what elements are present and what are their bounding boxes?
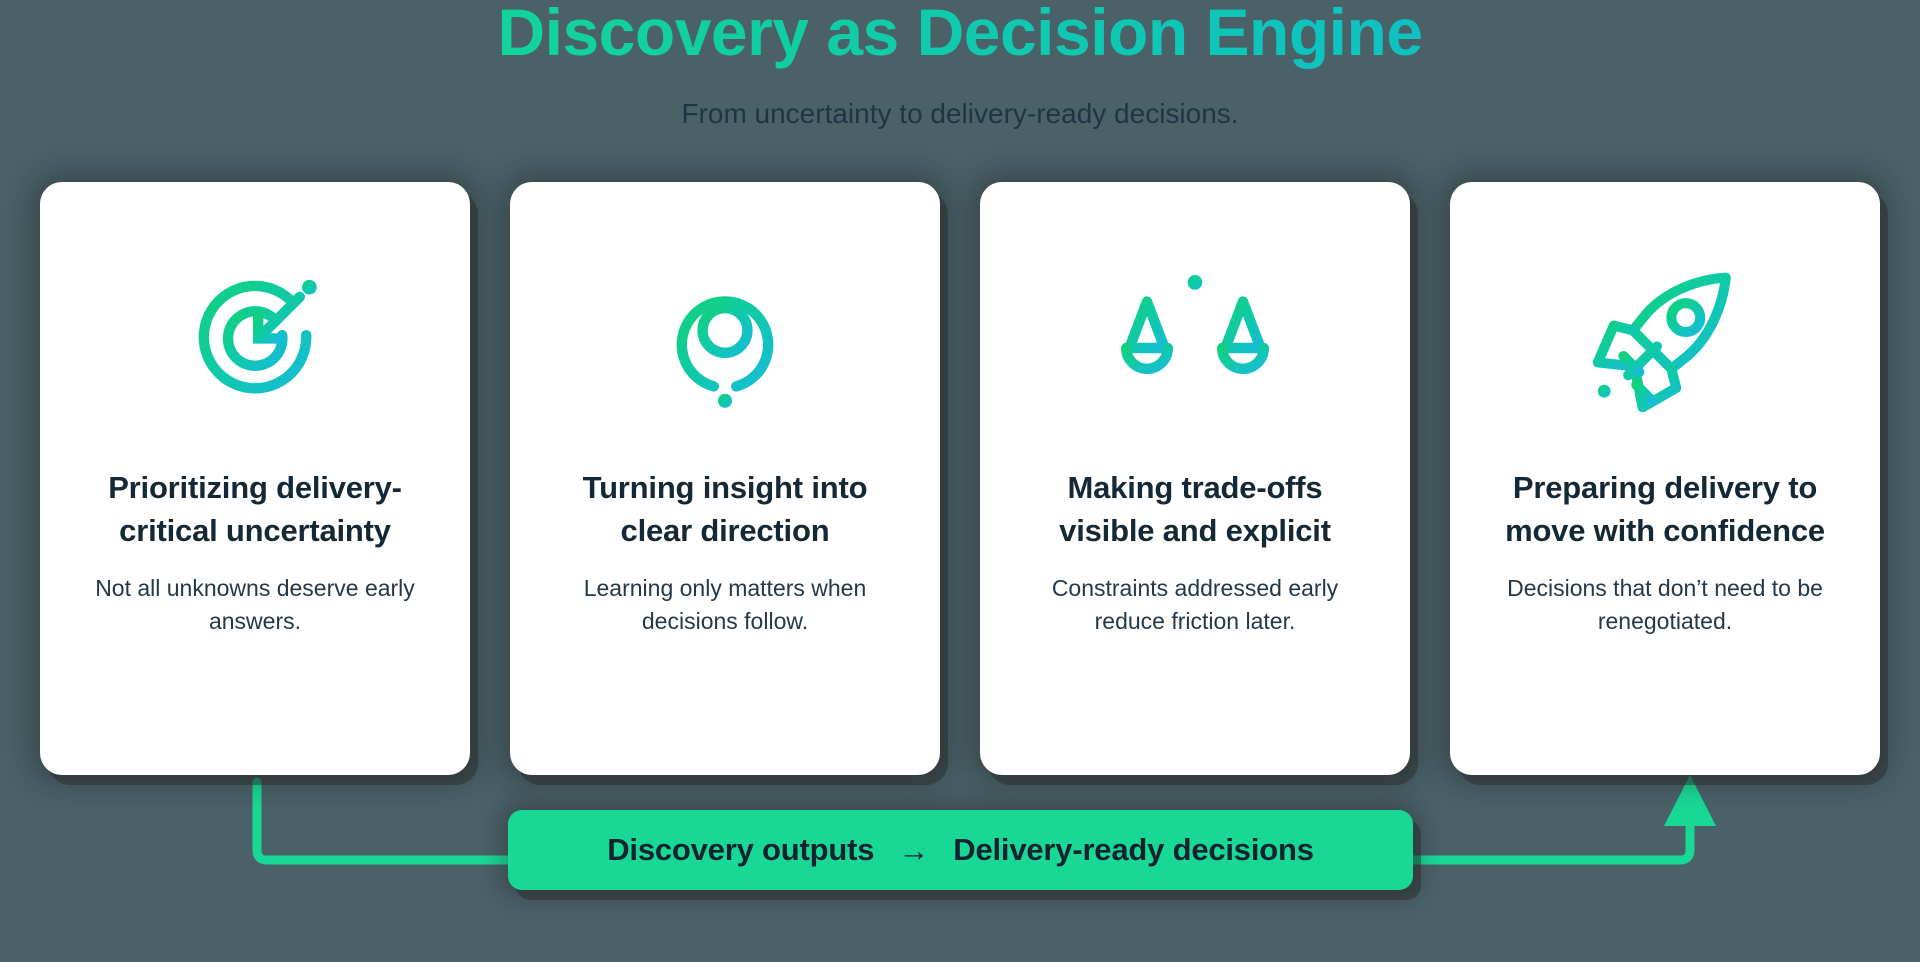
banner-left-label: Discovery outputs: [607, 832, 875, 867]
card-preparing-delivery[interactable]: Preparing delivery to move with confiden…: [1450, 182, 1880, 775]
card-title: Preparing delivery to move with confiden…: [1505, 470, 1825, 548]
card-title: Prioritizing delivery-critical uncertain…: [108, 470, 402, 548]
card-turning-insight[interactable]: Turning insight into clear direction Lea…: [510, 182, 940, 775]
target-arrow-icon: [198, 279, 317, 394]
summary-banner[interactable]: Discovery outputs → Delivery-ready decis…: [508, 810, 1413, 890]
card-body: Learning only matters when decisions fol…: [583, 575, 867, 634]
card-trade-offs[interactable]: Making trade-offs visible and explicit C…: [980, 182, 1410, 775]
location-pin-icon: [676, 296, 774, 408]
card-body: Constraints addressed early reduce frict…: [1051, 575, 1339, 634]
card-body: Decisions that don’t need to be renegoti…: [1507, 575, 1823, 634]
banner-right-label: Delivery-ready decisions: [953, 832, 1314, 867]
page-title: Discovery as Decision Engine: [0, 0, 1920, 72]
card-title: Making trade-offs visible and explicit: [1059, 470, 1331, 548]
rocket-icon: [1592, 272, 1731, 413]
card-prioritizing-uncertainty[interactable]: Prioritizing delivery-critical uncertain…: [40, 182, 470, 775]
card-title: Turning insight into clear direction: [582, 470, 868, 548]
page-subtitle: From uncertainty to delivery-ready decis…: [681, 98, 1239, 129]
cards-row: Prioritizing delivery-critical uncertain…: [40, 182, 1880, 782]
summary-banner-wrapper: Discovery outputs → Delivery-ready decis…: [508, 810, 1413, 890]
card-body: Not all unknowns deserve early answers.: [95, 575, 415, 634]
right-arrow-icon: →: [898, 832, 930, 868]
balance-scale-icon: [1121, 275, 1269, 400]
